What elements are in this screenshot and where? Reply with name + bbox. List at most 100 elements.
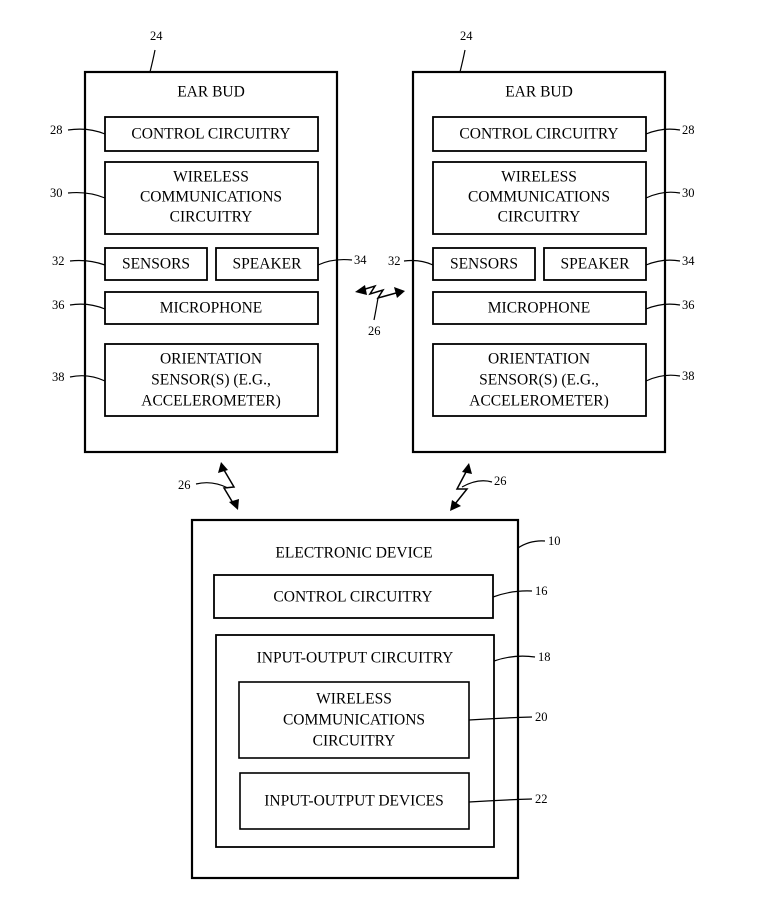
device-wireless-line-2: COMMUNICATIONS — [283, 712, 425, 729]
earbud-right-control-label: CONTROL CIRCUITRY — [459, 126, 618, 143]
earbud-right-microphone-leader — [645, 303, 681, 310]
earbud-right-orientation-ref: 38 — [682, 369, 695, 383]
device-control-ref: 16 — [535, 584, 548, 598]
electronic-device-title: ELECTRONIC DEVICE — [275, 545, 432, 562]
earbud-right-wireless-ref: 30 — [682, 186, 695, 200]
electronic-device-ref: 10 — [548, 534, 561, 548]
link-between-buds-ref: 26 — [368, 324, 381, 338]
earbud-left-orientation-line-2: SENSOR(S) (E.G., — [151, 372, 271, 389]
link-arrowhead-left — [355, 285, 367, 295]
earbud-left: EAR BUD 24 CONTROL CIRCUITRY 28 WIRELESS… — [50, 29, 367, 454]
link-left-to-device-ref: 26 — [178, 478, 191, 492]
link-arrowhead-up — [462, 463, 472, 474]
link-arrowhead-up — [218, 462, 228, 473]
earbud-left-orientation-ref: 38 — [52, 370, 65, 384]
device-wireless-line-3: CIRCUITRY — [313, 733, 396, 750]
earbud-right-wireless-leader — [645, 191, 681, 199]
earbud-right-orientation-box — [432, 343, 647, 417]
electronic-device-ref-leader — [517, 540, 546, 549]
earbud-left-wireless-line-1: WIRELESS — [173, 169, 249, 186]
earbud-left-control-leader — [67, 128, 106, 135]
earbud-left-orientation-line-3: ACCELEROMETER) — [141, 393, 281, 410]
earbud-right-speaker-leader — [645, 259, 681, 266]
earbud-right-microphone-box — [432, 291, 647, 325]
earbud-left-microphone-label: MICROPHONE — [160, 300, 262, 317]
device-control-label: CONTROL CIRCUITRY — [273, 589, 432, 606]
link-ref-leader — [461, 480, 493, 488]
earbud-right-speaker-ref: 34 — [682, 254, 695, 268]
earbud-right-microphone-ref: 36 — [682, 298, 695, 312]
earbud-right-sensors-label: SENSORS — [450, 256, 518, 273]
earbud-left-microphone-ref: 36 — [52, 298, 65, 312]
earbud-left-wireless-box — [104, 161, 319, 235]
earbud-left-orientation-leader — [69, 375, 106, 382]
earbud-left-ref-leader — [149, 49, 156, 73]
earbud-left-speaker-ref: 34 — [354, 253, 367, 267]
earbud-left-control-box — [104, 116, 319, 152]
earbud-right-orientation-line-1: ORIENTATION — [488, 351, 590, 368]
device-wireless-ref: 20 — [535, 710, 548, 724]
device-io-ref: 18 — [538, 650, 551, 664]
earbud-left-wireless-line-2: COMMUNICATIONS — [140, 189, 282, 206]
earbud-left-sensors-box — [104, 247, 208, 281]
device-wireless-box — [238, 681, 470, 759]
earbud-right-speaker-label: SPEAKER — [561, 256, 631, 273]
device-io-devices-leader — [468, 798, 533, 803]
earbud-right: EAR BUD 24 CONTROL CIRCUITRY 28 WIRELESS… — [388, 29, 695, 454]
device-wireless-line-1: WIRELESS — [316, 691, 392, 708]
link-ref-leader — [195, 482, 229, 489]
earbud-right-orientation-line-2: SENSOR(S) (E.G., — [479, 372, 599, 389]
earbud-right-sensors-box — [432, 247, 536, 281]
earbud-right-speaker-box — [543, 247, 647, 281]
earbud-left-sensors-leader — [69, 259, 106, 266]
earbud-right-wireless-line-3: CIRCUITRY — [498, 209, 581, 226]
earbud-left-wireless-ref: 30 — [50, 186, 63, 200]
link-arrowhead-down — [450, 500, 461, 511]
device-wireless-leader — [468, 716, 533, 721]
earbud-left-sensors-ref: 32 — [52, 254, 65, 268]
link-zigzag — [454, 471, 469, 505]
earbud-left-sensors-label: SENSORS — [122, 256, 190, 273]
earbud-right-microphone-label: MICROPHONE — [488, 300, 590, 317]
link-arrowhead-down — [229, 499, 239, 510]
earbud-left-control-label: CONTROL CIRCUITRY — [131, 126, 290, 143]
earbud-left-wireless-line-3: CIRCUITRY — [170, 209, 253, 226]
earbud-right-orientation-leader — [645, 374, 681, 382]
earbud-right-wireless-line-2: COMMUNICATIONS — [468, 189, 610, 206]
earbud-right-wireless-line-1: WIRELESS — [501, 169, 577, 186]
earbud-right-control-box — [432, 116, 647, 152]
earbud-right-control-leader — [645, 128, 681, 135]
earbud-right-sensors-ref: 32 — [388, 254, 401, 268]
earbud-right-title: EAR BUD — [505, 84, 573, 101]
earbud-left-microphone-box — [104, 291, 319, 325]
device-control-box — [213, 574, 494, 619]
wireless-link-right-to-device: 26 — [450, 463, 507, 511]
earbud-left-title: EAR BUD — [177, 84, 245, 101]
device-control-leader — [492, 590, 533, 598]
earbud-left-speaker-label: SPEAKER — [233, 256, 303, 273]
link-ref-leader — [373, 297, 379, 321]
electronic-device: ELECTRONIC DEVICE 10 CONTROL CIRCUITRY 1… — [190, 518, 561, 880]
device-io-devices-ref: 22 — [535, 792, 548, 806]
earbud-left-control-ref: 28 — [50, 123, 63, 137]
device-io-devices-label: INPUT-OUTPUT DEVICES — [264, 793, 444, 810]
link-right-to-device-ref: 26 — [494, 474, 507, 488]
device-io-devices-box — [239, 772, 470, 830]
link-zigzag — [361, 284, 397, 300]
earbud-left-speaker-leader — [317, 258, 353, 266]
earbud-right-ref-leader — [459, 49, 466, 73]
earbud-left-wireless-leader — [67, 191, 106, 199]
earbud-left-orientation-line-1: ORIENTATION — [160, 351, 262, 368]
earbud-right-ref: 24 — [460, 29, 473, 43]
earbud-right-sensors-leader — [403, 259, 434, 266]
device-io-label: INPUT-OUTPUT CIRCUITRY — [257, 650, 454, 667]
wireless-link-left-to-device: 26 — [178, 462, 239, 510]
earbud-right-orientation-line-3: ACCELEROMETER) — [469, 393, 609, 410]
earbud-right-control-ref: 28 — [682, 123, 695, 137]
wireless-link-between-buds: 26 — [355, 284, 405, 338]
earbud-left-microphone-leader — [69, 303, 106, 310]
earbud-left-ref: 24 — [150, 29, 163, 43]
link-zigzag — [222, 469, 236, 504]
device-io-leader — [493, 655, 536, 662]
